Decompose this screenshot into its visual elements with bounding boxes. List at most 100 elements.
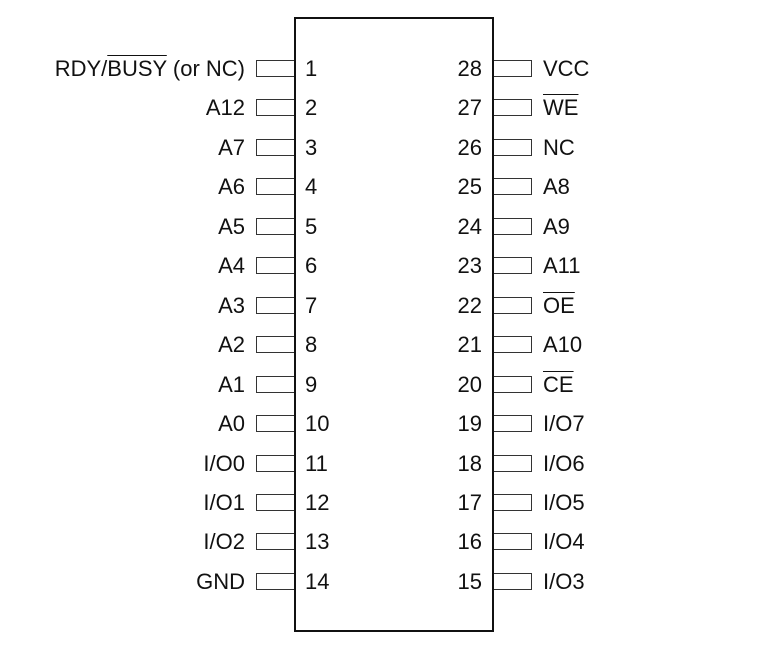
pin-label: A2 [218, 333, 245, 357]
pin-label-text: A12 [205, 95, 245, 121]
pin-number: 17 [457, 489, 482, 515]
pin-label: GND [196, 569, 245, 594]
pin-label-text: A2 [218, 332, 245, 358]
left-pin-row: 7 A3 [0, 286, 774, 326]
pin-label: A1 [218, 371, 245, 397]
chip-body [294, 17, 494, 632]
pin-stub [494, 415, 532, 433]
pin-number: 24 [457, 213, 482, 239]
pin-label-text: A1 [218, 371, 245, 397]
pin-label-text: I/O2 [203, 529, 245, 555]
pin-label-text: A8 [543, 174, 570, 200]
pin-label-text: I/O0 [203, 450, 245, 476]
pin-number: 15 [457, 568, 482, 594]
left-pin-row: 4 A6 [0, 167, 774, 207]
pin-number: 4 [305, 174, 318, 200]
pin-stub [256, 99, 294, 117]
pin-label: WE [543, 96, 578, 120]
pin-label-text: VCC [543, 56, 590, 81]
right-pin-row: 18 I/O6 [0, 444, 774, 484]
left-pin-row: 1 RDY/BUSY (or NC) [0, 49, 774, 89]
pin-label: I/O6 [543, 451, 585, 476]
pin-stub [494, 533, 532, 551]
pin-stub [256, 493, 294, 511]
pin-number: 1 [305, 56, 318, 81]
pin-label-text: A10 [543, 332, 583, 358]
pin-label-text: A7 [218, 134, 245, 160]
left-pin-row: 2 A12 [0, 88, 774, 128]
pin-label: I/O7 [543, 412, 585, 436]
pin-stub [494, 336, 532, 354]
pin-number: 7 [305, 292, 318, 318]
pin-number: 19 [457, 411, 482, 437]
pin-stub [256, 415, 294, 433]
pin-number: 25 [457, 174, 482, 200]
pin-label: A6 [218, 175, 245, 199]
pin-number: 26 [457, 134, 482, 160]
pin-label-text: A11 [543, 253, 581, 279]
pin-label: I/O2 [203, 530, 245, 554]
pin-label-text: A0 [218, 411, 245, 437]
pin-label-text: I/O5 [543, 489, 585, 515]
pin-label: A4 [218, 254, 245, 278]
pin-label-active-low: OE [543, 292, 575, 318]
pin-label: A3 [218, 292, 245, 318]
left-pin-row: 10 A0 [0, 404, 774, 444]
left-pin-row: 3 A7 [0, 128, 774, 168]
pin-number: 20 [457, 371, 482, 397]
right-pin-row: 24 A9 [0, 207, 774, 247]
pin-stub [256, 336, 294, 354]
pin-stub [256, 178, 294, 196]
pin-label: RDY/BUSY (or NC) [55, 57, 245, 81]
pin-label: OE [543, 292, 575, 318]
right-pin-row: 17 I/O5 [0, 483, 774, 523]
right-pin-row: 15 I/O3 [0, 562, 774, 602]
pin-label-active-low: BUSY [107, 56, 167, 81]
pin-stub [494, 138, 532, 156]
pin-label: A12 [206, 96, 245, 120]
pin-number: 3 [305, 134, 318, 160]
pin-label: VCC [543, 57, 589, 81]
pin-label-text: A5 [218, 213, 245, 239]
pin-stub [494, 296, 532, 314]
pin-stub [256, 257, 294, 275]
pin-label: A9 [543, 213, 570, 239]
pin-number: 18 [457, 450, 482, 476]
pin-number: 16 [457, 529, 482, 555]
pin-stub [494, 178, 532, 196]
pin-label-active-low: CE [543, 371, 574, 397]
pin-label: A5 [218, 213, 245, 239]
pin-label: A0 [218, 412, 245, 436]
pin-stub [494, 99, 532, 117]
pin-label: I/O3 [543, 569, 585, 594]
right-pin-row: 25 A8 [0, 167, 774, 207]
pin-stub [256, 375, 294, 393]
pin-label-text: A6 [218, 174, 245, 200]
pin-number: 12 [305, 489, 330, 515]
left-pin-row: 14 GND [0, 562, 774, 602]
pin-number: 10 [305, 411, 330, 437]
pin-number: 14 [305, 568, 330, 594]
pin-label-suffix: (or NC) [166, 56, 245, 81]
pin-stub [494, 493, 532, 511]
pin-number: 2 [305, 95, 318, 121]
pin-label: CE [543, 371, 574, 397]
pin-number: 8 [305, 332, 318, 358]
pin-label-text: RDY/ [54, 56, 108, 81]
pin-label: A10 [543, 333, 582, 357]
pin-label: I/O0 [203, 450, 245, 476]
pin-label-text: A9 [543, 213, 570, 239]
pin-stub [256, 533, 294, 551]
pin-stub [256, 138, 294, 156]
pin-label-text: A3 [218, 292, 245, 318]
